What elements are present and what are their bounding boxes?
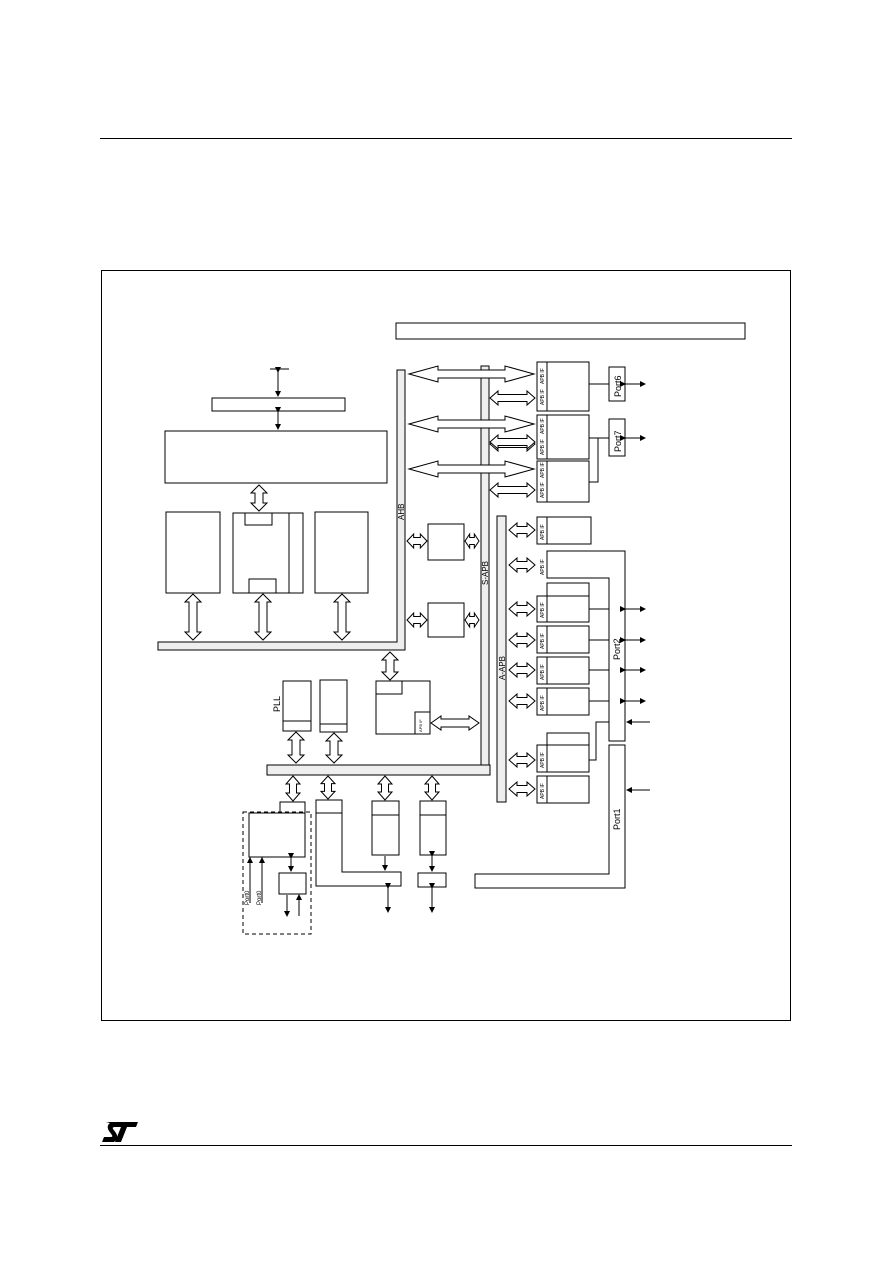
aapb-periph-a4-arrow	[508, 631, 536, 649]
bottom-periph-3	[371, 800, 400, 856]
apb-if-label-s2: APB IF	[540, 418, 546, 434]
memory-block-right	[314, 511, 369, 594]
aapb-periph-a8-arrow	[508, 780, 536, 798]
st-logo	[102, 1122, 138, 1142]
memory-block-center-top-tab	[244, 512, 273, 526]
apb-if-label-a8: APB IF	[540, 783, 546, 799]
periph-a2-top	[546, 582, 590, 597]
apb-if-label-dma: APB IF	[418, 719, 423, 732]
periph-a7	[536, 775, 590, 804]
ahb-port7-arrow	[407, 415, 536, 433]
dma-sapb-arrow	[430, 715, 480, 731]
apb-if-label-a2: APB IF	[540, 559, 546, 575]
port0-label-a: Port0	[245, 890, 251, 905]
signal-block	[211, 397, 346, 412]
apb-if-label-a5: APB IF	[540, 664, 546, 680]
ahb-bus	[157, 369, 406, 651]
memory-block-left	[165, 511, 221, 594]
apb-if-label-s3: APB IF	[540, 462, 546, 478]
periph-a6-top	[546, 732, 590, 746]
top-bar	[395, 322, 746, 340]
periph-s2-port7-wire	[589, 437, 599, 483]
lower-bus	[266, 764, 491, 776]
memory-block-center-bottom-tab	[248, 578, 277, 594]
aapb-periph-a5-arrow	[508, 661, 536, 679]
bottom-periph-2	[315, 799, 343, 814]
periph-s1	[536, 361, 590, 412]
header-rule	[100, 138, 792, 139]
clock-block	[319, 679, 348, 733]
diagram-frame	[101, 270, 791, 1021]
apb-if-label-a7: APB IF	[540, 752, 546, 768]
bus-arrows	[183, 367, 650, 917]
mem-left-ahb-arrow	[183, 593, 203, 641]
ahb-dma-arrow	[380, 651, 400, 681]
ahb-label: AHB	[397, 504, 406, 520]
ahb-bridge-upper-arrow	[406, 532, 428, 550]
lowerbus-periph-3-arrow	[376, 775, 394, 801]
dma-block	[375, 680, 431, 735]
lowerbus-periph-left-arrow	[284, 775, 302, 802]
sapb-periph-s3-arrow	[489, 481, 536, 499]
pll-lowerbus-arrow	[286, 731, 306, 764]
lowerbus-periph-2-arrow	[319, 775, 337, 800]
periph-a1	[536, 516, 592, 545]
apb-if-label-s1: APB IF	[540, 368, 546, 384]
port2-port1-wire	[589, 721, 609, 761]
apb-if-label-s2b: APB IF	[540, 439, 546, 455]
pll-label: PLL	[272, 696, 282, 712]
aapb-periph-a3-arrow	[508, 600, 536, 618]
bottom-periph-left	[248, 812, 306, 858]
dashed-region	[242, 811, 312, 935]
pll-block	[282, 680, 312, 732]
sapb-label: S-APB	[481, 561, 490, 585]
ahb-periph-s3-arrow	[407, 460, 536, 478]
port1-block	[474, 744, 626, 889]
bottom-periph-4-small	[417, 872, 447, 888]
bottom-periph-left-tab	[279, 801, 306, 814]
apb-if-label-s3b: APB IF	[540, 482, 546, 498]
sapb-periph-s2b-arrow	[489, 433, 536, 451]
apb-if-label-s1b: APB IF	[540, 389, 546, 405]
apb-if-label-a3: APB IF	[540, 602, 546, 618]
periph-s2	[536, 414, 590, 460]
aapb-label: A-APB	[498, 656, 507, 680]
bridge-upper-sapb-arrow	[464, 532, 480, 550]
bottom-periph-4	[419, 800, 447, 856]
dma-block-inner	[375, 680, 403, 695]
clock-lowerbus-arrow	[324, 732, 344, 764]
aapb-periph-a2-arrow	[508, 556, 536, 574]
port7-label: Port7	[613, 430, 623, 452]
mem-right-ahb-arrow	[332, 593, 352, 641]
port6-label: Port6	[613, 375, 623, 397]
core-memory-arrow	[249, 484, 269, 512]
footer-rule	[100, 1145, 792, 1146]
apb-if-label-a1: APB IF	[540, 524, 546, 540]
mem-center-ahb-arrow	[253, 593, 273, 641]
aapb-periph-a7-arrow	[508, 751, 536, 769]
apb-if-label-a4: APB IF	[540, 633, 546, 649]
ahb-port6-arrow	[407, 365, 536, 383]
bottom-periph-left-small	[278, 872, 307, 895]
ahb-bridge-lower-arrow	[406, 611, 428, 629]
sapb-periph-s1-arrow	[489, 389, 536, 407]
port2-block	[546, 550, 626, 742]
bridge-upper	[427, 523, 465, 561]
aapb-periph-a1-arrow	[508, 521, 536, 539]
dma-block-apb-if	[414, 711, 431, 735]
aapb-bus	[496, 515, 507, 803]
apb-if-label-a6: APB IF	[540, 695, 546, 711]
aapb-periph-a6-arrow	[508, 692, 536, 710]
port2-label: Port2	[612, 638, 622, 660]
port1-label: Port1	[612, 808, 622, 830]
core-block	[164, 430, 388, 484]
bridge-lower	[427, 602, 465, 638]
bridge-lower-sapb-arrow	[464, 611, 480, 629]
port0-label-b: Port0	[257, 890, 263, 905]
bottom-periph-2-wire	[315, 813, 402, 887]
lowerbus-periph-4-arrow	[423, 775, 441, 801]
